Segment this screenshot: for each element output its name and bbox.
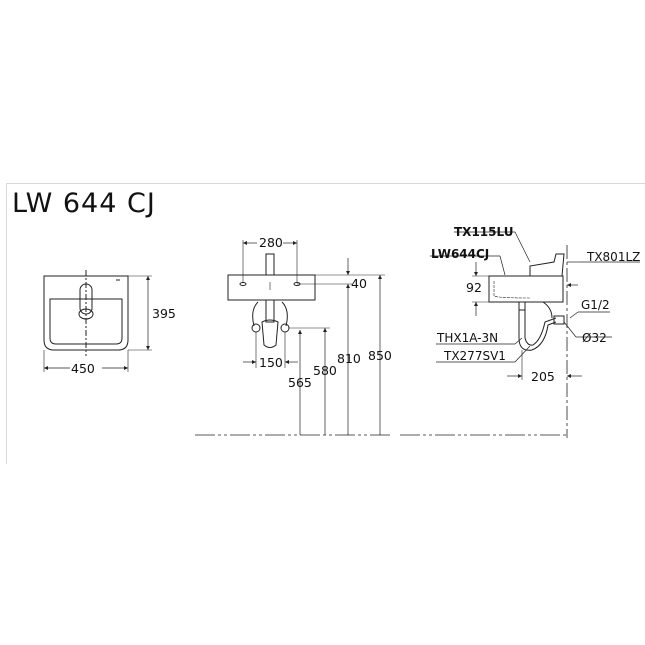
- model-title: LW 644 CJ: [12, 188, 156, 219]
- width-dimension: 450: [71, 361, 95, 376]
- supply-height-580: 580: [313, 363, 337, 378]
- supply-height-565: 565: [288, 375, 312, 390]
- label-trap: TX277SV1: [443, 349, 506, 363]
- rim-height-850: 850: [368, 348, 392, 363]
- depth-dimension: 395: [152, 306, 176, 321]
- label-thread: G1/2: [581, 298, 610, 312]
- top-view: [43, 270, 152, 372]
- side-view: [400, 231, 640, 438]
- label-trap-diameter: Ø32: [582, 331, 607, 345]
- outlet-projection-dimension: 205: [531, 369, 555, 384]
- label-faucet: TX115LU: [454, 225, 513, 239]
- front-view: [195, 240, 390, 436]
- basin-height-dimension: 92: [466, 280, 482, 295]
- supply-spacing-dimension: 150: [259, 355, 283, 370]
- rim-to-hole-dimension: 40: [351, 276, 367, 291]
- label-waste: TX801LZ: [586, 250, 640, 264]
- underside-height-810: 810: [337, 351, 361, 366]
- label-basin: LW644CJ: [431, 247, 489, 261]
- label-stop-valve: THX1A-3N: [436, 331, 498, 345]
- tap-spacing-dimension: 280: [259, 235, 283, 250]
- drawing-frame: [6, 183, 645, 464]
